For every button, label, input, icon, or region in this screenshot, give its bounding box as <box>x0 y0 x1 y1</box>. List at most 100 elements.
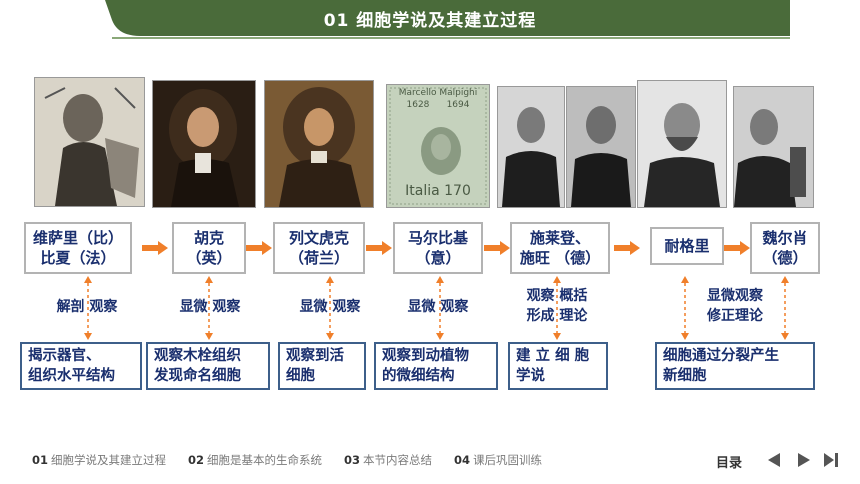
result-box: 建 立 细 胞 学说 <box>508 342 608 390</box>
photo-image <box>734 87 813 207</box>
scientist-name: 胡克 <box>193 229 224 247</box>
method-line: 显微观察 <box>707 288 763 304</box>
portrait-hooke <box>152 80 256 208</box>
result-box: 观察木栓组织 发现命名细胞 <box>146 342 270 390</box>
result-line: 揭示器官、 <box>28 348 101 364</box>
method-label: 显微 观察 <box>179 299 241 315</box>
portrait-schleiden <box>497 86 565 208</box>
method-line: 形成 理论 <box>526 308 588 324</box>
stamp-top-text: Marcello Malpighi <box>398 88 478 98</box>
painting-image <box>265 81 373 207</box>
result-box: 细胞通过分裂产生 新细胞 <box>655 342 815 390</box>
scientist-box-schleiden-schwann: 施莱登、 施旺 （德） <box>510 222 610 274</box>
photo-image <box>567 87 635 207</box>
result-line: 建 立 细 胞 <box>516 348 590 364</box>
arrow-right-icon <box>366 241 392 255</box>
nav-number: 03 <box>344 453 361 467</box>
result-line: 观察到活 <box>286 348 344 364</box>
nav-text: 细胞学说及其建立过程 <box>51 453 167 467</box>
result-line: 细胞通过分裂产生 <box>663 348 779 364</box>
portrait-leeuwenhoek <box>264 80 374 208</box>
scientist-name: 耐格里 <box>664 237 710 255</box>
method-line: 观察 概括 <box>526 288 588 304</box>
scientist-box-hooke: 胡克 （英） <box>172 222 246 274</box>
next-triangle-icon[interactable] <box>796 452 812 468</box>
result-box: 揭示器官、 组织水平结构 <box>20 342 142 390</box>
method-label: 显微 观察 <box>407 299 469 315</box>
scientist-box-leeuwenhoek: 列文虎克 （荷兰） <box>273 222 365 274</box>
painting-image <box>153 81 255 207</box>
nav-number: 04 <box>454 453 471 467</box>
scientist-name: 维萨里（比） <box>32 229 123 247</box>
arrow-right-icon <box>724 241 750 255</box>
photo-image <box>638 81 726 207</box>
result-line: 细胞 <box>286 368 315 384</box>
scientist-country: （意） <box>415 249 461 267</box>
arrow-right-icon <box>614 241 640 255</box>
nav-text: 本节内容总结 <box>363 453 433 467</box>
nav-number: 02 <box>188 453 205 467</box>
portrait-nageli <box>637 80 727 208</box>
method-label: 解剖 观察 <box>56 299 118 315</box>
result-line: 的微细结构 <box>382 368 455 384</box>
scientist-name: 列文虎克 <box>288 229 349 247</box>
end-icon[interactable] <box>823 452 839 468</box>
nav-text: 细胞是基本的生命系统 <box>207 453 323 467</box>
scientist-name: 施莱登、 <box>529 229 590 247</box>
toc-button[interactable]: 目录 <box>716 456 743 471</box>
method-label: 观察 概括 形成 理论 <box>512 286 602 326</box>
scientist-name: 魏尔肖 <box>762 229 808 247</box>
scientist-country: 施旺 （德） <box>519 249 601 267</box>
result-line: 发现命名细胞 <box>154 368 241 384</box>
result-box: 观察到动植物 的微细结构 <box>374 342 498 390</box>
portrait-schwann <box>566 86 636 208</box>
scientist-country: （荷兰） <box>288 249 349 267</box>
scientist-country: （德） <box>762 249 808 267</box>
header-background <box>0 0 860 44</box>
arrow-up-down-icon <box>205 276 213 340</box>
portrait-virchow <box>733 86 814 208</box>
scientist-name: 马尔比基 <box>407 229 468 247</box>
nav-text: 课后巩固训练 <box>473 453 543 467</box>
method-label: 显微 观察 <box>299 299 361 315</box>
result-line: 学说 <box>516 368 545 384</box>
arrow-up-down-icon <box>84 276 92 340</box>
scientist-box-nageli: 耐格里 <box>650 227 724 265</box>
stamp-years-text: 1628 1694 <box>406 100 470 110</box>
engraving-image <box>35 78 144 206</box>
arrow-up-down-icon <box>436 276 444 340</box>
arrow-up-down-icon <box>781 276 789 340</box>
method-line: 修正理论 <box>707 308 763 324</box>
result-box: 观察到活 细胞 <box>278 342 366 390</box>
scientist-box-virchow: 魏尔肖 （德） <box>750 222 820 274</box>
arrow-up-down-icon <box>681 276 689 340</box>
stamp-bottom-text: Italia 170 <box>405 183 471 199</box>
arrow-right-icon <box>246 241 272 255</box>
result-line: 组织水平结构 <box>28 368 115 384</box>
stamp-image <box>387 85 489 207</box>
arrow-up-down-icon <box>553 276 561 340</box>
result-line: 观察到动植物 <box>382 348 469 364</box>
portrait-vesalius <box>34 77 145 207</box>
nav-number: 01 <box>32 453 49 467</box>
prev-triangle-icon[interactable] <box>766 452 782 468</box>
photo-image <box>498 87 564 207</box>
portrait-malpighi-stamp: Marcello Malpighi 1628 1694 Italia 170 <box>386 84 490 208</box>
scientist-country: （英） <box>186 249 232 267</box>
scientist-country: 比夏（法） <box>40 249 116 267</box>
arrow-up-down-icon <box>326 276 334 340</box>
result-line: 新细胞 <box>663 368 707 384</box>
method-label: 显微观察 修正理论 <box>690 286 780 326</box>
scientist-box-vesalius-bichat: 维萨里（比） 比夏（法） <box>24 222 132 274</box>
arrow-right-icon <box>142 241 168 255</box>
header-bar <box>0 0 860 44</box>
page-title: 01 细胞学说及其建立过程 <box>323 11 537 31</box>
result-line: 观察木栓组织 <box>154 348 241 364</box>
scientist-box-malpighi: 马尔比基 （意） <box>393 222 483 274</box>
arrow-right-icon <box>484 241 510 255</box>
